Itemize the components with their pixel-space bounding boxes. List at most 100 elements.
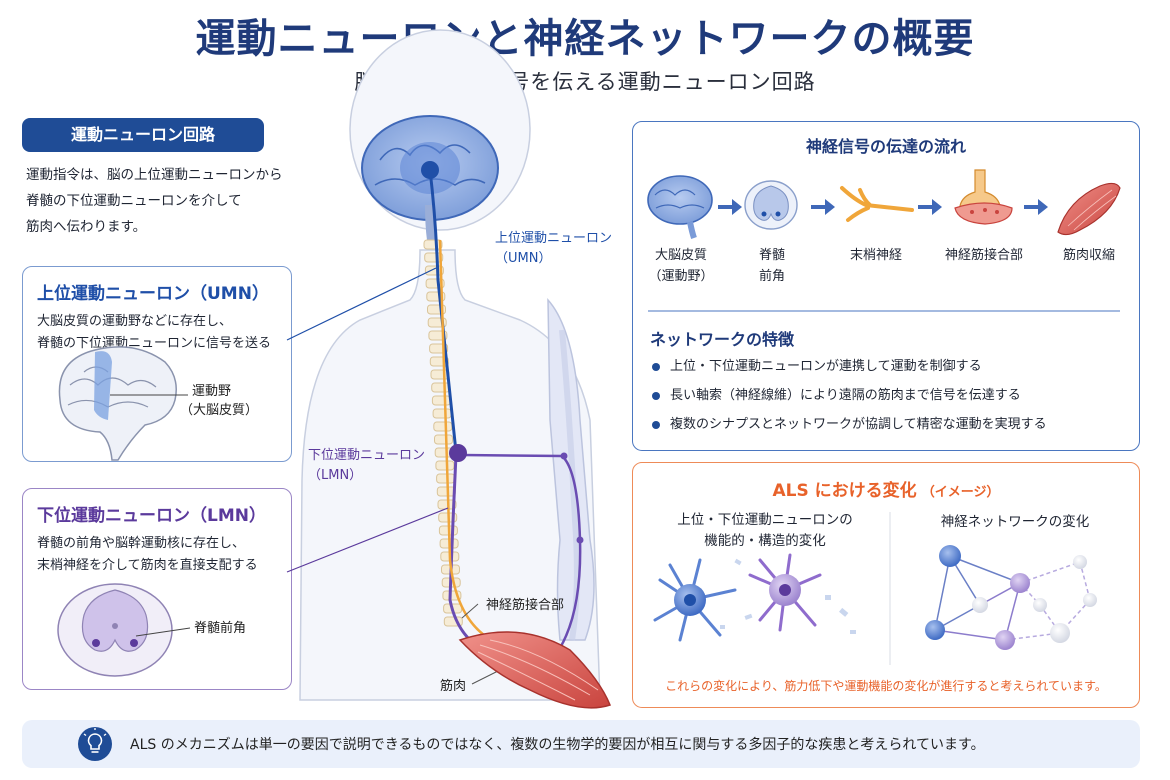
als-neuron-change-line: 上位・下位運動ニューロンの <box>677 512 853 528</box>
arm-illustration <box>547 298 595 641</box>
lmn-description-line: 脊髄の前角や脳幹運動核に存在し、 <box>37 536 246 551</box>
nmj-body-label: 神経筋接合部 <box>486 597 564 613</box>
vertebra <box>434 447 454 458</box>
vertebra <box>437 499 457 510</box>
signal-flow-title: 神経信号の伝達の流れ <box>805 137 966 156</box>
als-neuron-change-line: 機能的・構造的変化 <box>704 533 826 549</box>
als-note: これらの変化により、筋力低下や運動機能の変化が進行すると考えられています。 <box>665 679 1107 693</box>
als-neuron-change-label: 上位・下位運動ニューロンの 機能的・構造的変化 <box>640 510 890 552</box>
vertebra <box>443 603 463 614</box>
vertebra <box>431 395 451 406</box>
bullet-icon <box>652 392 660 400</box>
vertebra <box>430 369 450 380</box>
lmn-soma <box>449 444 467 462</box>
umn-description-line: 脊髄の下位運動ニューロンに信号を送る <box>37 336 272 351</box>
lmn-body-label: 下位運動ニューロン <box>308 448 425 463</box>
umn-description-line: 大脳皮質の運動野などに存在し、 <box>37 314 233 329</box>
vertebra <box>431 382 451 393</box>
circuit-intro-line: 脊髄の下位運動ニューロンを介して <box>26 193 242 209</box>
network-features-list: 上位・下位運動ニューロンが連携して運動を制御する 長い軸索（神経線維）により遠隔… <box>648 357 1138 444</box>
muscle-body-label: 筋肉 <box>440 678 466 694</box>
vertebra <box>432 408 452 419</box>
vertebra <box>441 577 461 588</box>
umn-panel: 上位運動ニューロン（UMN） 大脳皮質の運動野などに存在し、 脊髄の下位運動ニュ… <box>22 266 292 462</box>
vertebra <box>433 421 453 432</box>
vertebra <box>441 564 460 575</box>
lmn-description-line: 末梢神経を介して筋肉を直接支配する <box>37 558 258 573</box>
umn-pathway <box>428 169 458 453</box>
als-title: ALS における変化 <box>772 481 917 501</box>
vertebra <box>438 525 458 536</box>
vertebra <box>439 538 459 549</box>
vertebra <box>427 317 447 328</box>
umn-body-label: 上位運動ニューロン <box>495 231 612 246</box>
flow-stage-label: 筋肉収縮 <box>1039 245 1139 266</box>
flow-stage-label: 脊髄 前角 <box>722 245 822 287</box>
brain-illustration <box>361 115 499 241</box>
vertebra <box>424 265 444 276</box>
flow-stage-label: 大脳皮質 （運動野） <box>631 245 731 287</box>
umn-leader-line <box>286 267 437 341</box>
list-item-text: 上位・下位運動ニューロンが連携して運動を制御する <box>670 359 982 374</box>
flow-stage-line: 大脳皮質 <box>654 248 707 263</box>
umn-description: 大脳皮質の運動野などに存在し、 脊髄の下位運動ニューロンに信号を送る <box>37 311 287 355</box>
vertebra <box>438 512 458 523</box>
flow-stage-line: 末梢神経 <box>849 248 902 263</box>
flow-stage-line: （運動野） <box>648 269 714 284</box>
bullet-icon <box>652 363 660 371</box>
flow-stage-label: 神経筋接合部 <box>934 245 1034 266</box>
vertebra <box>425 278 445 289</box>
page-subtitle: 脳から筋肉へ信号を伝える運動ニューロン回路 <box>354 70 816 94</box>
umn-title: 上位運動ニューロン（UMN） <box>37 284 269 304</box>
network-features-title: ネットワークの特徴 <box>650 330 795 349</box>
lmn-panel: 下位運動ニューロン（LMN） 脊髄の前角や脳幹運動核に存在し、 末梢神経を介して… <box>22 488 292 690</box>
als-heading: ALS における変化 （イメージ） <box>632 476 1140 501</box>
arm-node <box>560 452 568 460</box>
vertebra <box>443 616 463 627</box>
nmj-leader-line <box>461 603 479 619</box>
vertebra <box>424 252 444 263</box>
flow-stage-line: 脊髄 <box>758 248 785 263</box>
vertebra <box>440 551 460 562</box>
spinal-column <box>423 239 463 627</box>
peripheral-nerve-orange <box>438 239 521 652</box>
lmn-pathway <box>448 454 506 652</box>
lmn-body-label-sub: （LMN） <box>308 468 362 483</box>
list-item: 長い軸索（神経線維）により遠隔の筋肉まで信号を伝達する <box>648 386 1138 415</box>
circuit-intro-line: 筋肉へ伝わります。 <box>26 219 147 235</box>
list-item: 上位・下位運動ニューロンが連携して運動を制御する <box>648 357 1138 386</box>
bullet-icon <box>652 421 660 429</box>
circuit-heading: 運動ニューロン回路 <box>22 118 264 152</box>
vertebra <box>429 356 449 367</box>
page-title: 運動ニューロンと神経ネットワークの概要 <box>195 16 975 62</box>
vertebra <box>436 486 456 497</box>
flow-stage-line: 神経筋接合部 <box>944 248 1023 263</box>
vertebra <box>426 291 446 302</box>
footer-text: ALS のメカニズムは単一の要因で説明できるものではなく、複数の生物学的要因が相… <box>130 737 985 753</box>
list-item-text: 長い軸索（神経線維）により遠隔の筋肉まで信号を伝達する <box>670 388 1021 403</box>
arm-node <box>576 536 584 544</box>
circuit-intro: 運動指令は、脳の上位運動ニューロンから 脊髄の下位運動ニューロンを介して 筋肉へ… <box>26 162 316 240</box>
muscle-leader-line <box>471 669 501 685</box>
umn-body-label-sub: （UMN） <box>495 251 551 266</box>
list-item-text: 複数のシナプスとネットワークが協調して精密な運動を実現する <box>670 417 1047 432</box>
vertebra <box>427 304 446 315</box>
umn-soma <box>421 161 439 179</box>
muscle-illustration <box>458 631 611 709</box>
lmn-description: 脊髄の前角や脳幹運動核に存在し、 末梢神経を介して筋肉を直接支配する <box>37 533 287 577</box>
signal-flow-panel <box>632 121 1140 451</box>
als-title-note: （イメージ） <box>921 485 1000 500</box>
flow-stage-line: 筋肉収縮 <box>1062 248 1115 263</box>
vertebra <box>442 590 462 601</box>
lmn-leader-line <box>286 507 449 573</box>
vertebra <box>436 473 456 484</box>
footer-note <box>22 720 1140 768</box>
vertebra <box>435 460 455 471</box>
vertebra <box>434 434 453 445</box>
flow-stage-label: 末梢神経 <box>826 245 926 266</box>
als-network-change-label: 神経ネットワークの変化 <box>940 514 1090 530</box>
list-item: 複数のシナプスとネットワークが協調して精密な運動を実現する <box>648 415 1138 444</box>
vertebra <box>423 239 443 250</box>
circuit-intro-line: 運動指令は、脳の上位運動ニューロンから <box>26 167 283 183</box>
vertebra <box>428 330 448 341</box>
